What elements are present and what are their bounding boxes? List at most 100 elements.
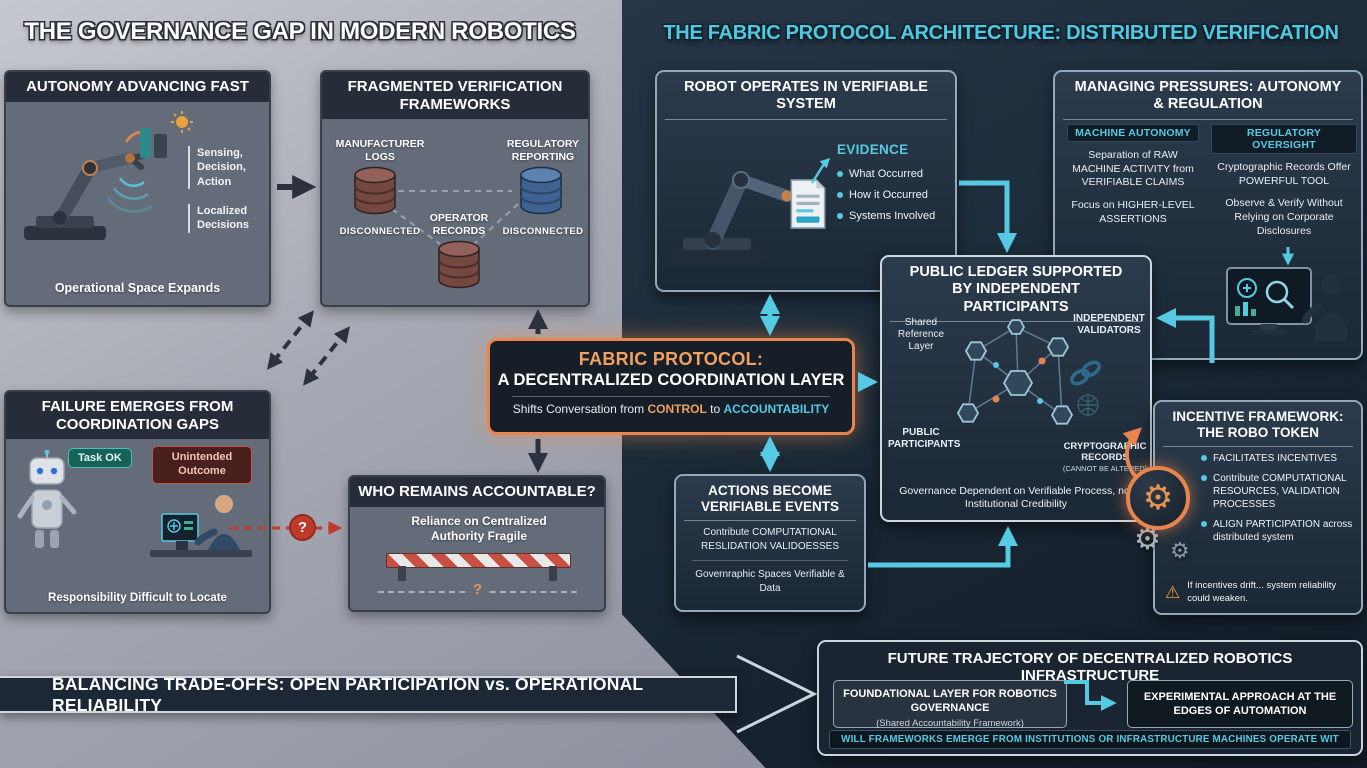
subtitle-prefix: Shifts Conversation from bbox=[512, 402, 645, 416]
incentive-item: Contribute COMPUTATIONAL RESOURCES, VALI… bbox=[1201, 472, 1353, 511]
operator-records-label: OPERATOR RECORDS bbox=[429, 212, 489, 237]
actions-divider bbox=[692, 560, 848, 561]
panel-public-ledger: PUBLIC LEDGER SUPPORTED BY INDEPENDENT P… bbox=[880, 255, 1152, 522]
incentive-warning-row: ⚠ If incentives drift... system reliabil… bbox=[1165, 580, 1353, 605]
fabric-title-line1: FABRIC PROTOCOL: bbox=[578, 349, 764, 369]
future-footer-strip: WILL FRAMEWORKS EMERGE FROM INSTITUTIONS… bbox=[829, 730, 1351, 749]
incentive-warning-text: If incentives drift... system reliabilit… bbox=[1187, 580, 1337, 604]
document-icon bbox=[790, 179, 826, 229]
ledger-footer: Governance Dependent on Verifiable Proce… bbox=[899, 484, 1133, 511]
actions-item2: Governraphic Spaces Verifiable & Data bbox=[695, 569, 845, 594]
sensing-label: Sensing, Decision, Action bbox=[188, 146, 267, 189]
future-foundational-box: FOUNDATIONAL LAYER FOR ROBOTICS GOVERNAN… bbox=[833, 680, 1067, 729]
robot-character-icon bbox=[17, 450, 77, 548]
validators-label: INDEPENDENT VALIDATORS bbox=[1073, 313, 1145, 336]
gear-icon-smaller: ⚙ bbox=[1170, 538, 1190, 563]
barrier-post-left bbox=[398, 566, 406, 581]
globe-icon bbox=[1077, 394, 1099, 416]
robot-box-body: EVIDENCE What Occurred How it Occurred S… bbox=[657, 118, 955, 290]
panel-failure: FAILURE EMERGES FROM COORDINATION GAPS T… bbox=[4, 390, 271, 614]
failure-footer: Responsibility Difficult to Locate bbox=[48, 592, 227, 604]
database-icon bbox=[520, 166, 562, 215]
fabric-divider bbox=[512, 396, 830, 397]
evidence-item-text: What Occurred bbox=[849, 168, 923, 180]
environment-icon bbox=[140, 111, 193, 158]
database-icon bbox=[354, 166, 396, 215]
machine-autonomy-column: MACHINE AUTONOMY Separation of RAW MACHI… bbox=[1063, 124, 1203, 235]
manufacturer-logs-label: MANUFACTURER LOGS bbox=[335, 138, 425, 163]
incentive-header: INCENTIVE FRAMEWORK: THE ROBO TOKEN bbox=[1163, 402, 1353, 448]
regulatory-status: DISCONNECTED bbox=[502, 226, 584, 237]
task-ok-bubble: Task OK bbox=[68, 448, 132, 468]
robot-box-header: ROBOT OPERATES IN VERIFIABLE SYSTEM bbox=[665, 72, 947, 120]
fabric-title-line2: A DECENTRALIZED COORDINATION LAYER bbox=[497, 371, 845, 389]
disconnect-dashed-lines bbox=[391, 190, 519, 245]
panel-robot-verifiable: ROBOT OPERATES IN VERIFIABLE SYSTEM bbox=[655, 70, 957, 292]
fragmented-body: MANUFACTURER LOGS DISCONNECTED OPERATOR … bbox=[322, 116, 588, 305]
actions-body: Contribute COMPUTATIONAL RESLIDATION VAL… bbox=[676, 518, 864, 610]
evidence-item-text: Systems Involved bbox=[849, 210, 936, 222]
accountable-question: ? bbox=[468, 581, 488, 598]
panel-actions-verifiable: ACTIONS BECOME VERIFIABLE EVENTS Contrib… bbox=[674, 474, 866, 612]
pressures-header: MANAGING PRESSURES: AUTONOMY & REGULATIO… bbox=[1063, 72, 1353, 120]
regulatory-oversight-badge: REGULATORY OVERSIGHT bbox=[1211, 124, 1357, 154]
panel-future-trajectory: FUTURE TRAJECTORY OF DECENTRALIZED ROBOT… bbox=[817, 640, 1363, 756]
bullet-dot bbox=[837, 171, 843, 177]
evidence-item: Systems Involved bbox=[837, 210, 935, 222]
crypto-records-text: CRYPTOGRAPHIC RECORDS bbox=[1063, 441, 1147, 464]
autonomy-footer: Operational Space Expands bbox=[54, 281, 221, 295]
barrier-icon bbox=[386, 553, 571, 568]
foundational-line2: (Shared Accountability Framework) bbox=[876, 717, 1024, 729]
machine-autonomy-badge: MACHINE AUTONOMY bbox=[1067, 124, 1199, 142]
panel-accountable: WHO REMAINS ACCOUNTABLE? Reliance on Cen… bbox=[348, 475, 606, 612]
chain-link-icon bbox=[1070, 360, 1101, 386]
failure-header: FAILURE EMERGES FROM COORDINATION GAPS bbox=[6, 392, 269, 440]
database-icon bbox=[438, 240, 480, 289]
barrier-post-right bbox=[549, 566, 557, 581]
regulatory-oversight-column: REGULATORY OVERSIGHT Cryptographic Recor… bbox=[1211, 124, 1357, 247]
crypto-records-note: (CANNOT BE ALTERED) bbox=[1062, 463, 1148, 473]
manufacturer-status: DISCONNECTED bbox=[339, 226, 421, 237]
tradeoffs-banner: BALANCING TRADE-OFFS: OPEN PARTICIPATION… bbox=[0, 673, 737, 715]
accountable-text: Reliance on Centralized Authority Fragil… bbox=[411, 514, 547, 543]
panel-autonomy: AUTONOMY ADVANCING FAST bbox=[4, 70, 271, 307]
autonomy-body: Sensing, Decision, Action Localized Deci… bbox=[6, 102, 269, 305]
bullet-dot bbox=[1201, 521, 1207, 527]
fragmented-header: FRAGMENTED VERIFICATION FRAMEWORKS bbox=[322, 72, 588, 120]
operator-at-desk-icon bbox=[150, 495, 252, 557]
actions-item1: Contribute COMPUTATIONAL RESLIDATION VAL… bbox=[700, 527, 839, 552]
bullet-dot bbox=[837, 192, 843, 198]
participants-label: PUBLIC PARTICIPANTS bbox=[888, 427, 961, 450]
crypto-records-label: CRYPTOGRAPHIC RECORDS (CANNOT BE ALTERED… bbox=[1062, 441, 1148, 473]
accountable-body: Reliance on Centralized Authority Fragil… bbox=[350, 507, 604, 610]
subtitle-accountability: ACCOUNTABILITY bbox=[723, 402, 830, 416]
fabric-protocol-box: FABRIC PROTOCOL: A DECENTRALIZED COORDIN… bbox=[487, 338, 855, 435]
regulatory-reporting-label: REGULATORY REPORTING bbox=[506, 138, 580, 163]
failure-body: Task OK Unintended Outcome Responsibilit… bbox=[6, 436, 269, 612]
unintended-outcome-bubble: Unintended Outcome bbox=[152, 446, 252, 484]
fabric-subtitle: Shifts Conversation from CONTROL to ACCO… bbox=[490, 402, 852, 416]
robo-token-icon: ⚙ bbox=[1126, 466, 1190, 530]
warning-icon: ⚠ bbox=[1165, 583, 1181, 603]
future-header: FUTURE TRAJECTORY OF DECENTRALIZED ROBOT… bbox=[887, 650, 1293, 684]
incentive-body: FACILITATES INCENTIVES Contribute COMPUT… bbox=[1155, 444, 1361, 613]
incentive-item-text: ALIGN PARTICIPATION across distributed s… bbox=[1213, 519, 1353, 543]
subtitle-to: to bbox=[710, 402, 721, 416]
right-panel-title: THE FABRIC PROTOCOL ARCHITECTURE: DISTRI… bbox=[663, 22, 1339, 44]
question-badge: ? bbox=[289, 514, 316, 541]
left-panel-title: THE GOVERNANCE GAP IN MODERN ROBOTICS bbox=[24, 18, 576, 45]
tradeoffs-text: BALANCING TRADE-OFFS: OPEN PARTICIPATION… bbox=[52, 673, 643, 715]
machine-autonomy-item2: Focus on HIGHER-LEVEL ASSERTIONS bbox=[1071, 198, 1195, 225]
panel-fragmented: FRAGMENTED VERIFICATION FRAMEWORKS MANUF… bbox=[320, 70, 590, 307]
evidence-item: What Occurred bbox=[837, 168, 923, 180]
regulatory-oversight-item1: Cryptographic Records Offer POWERFUL TOO… bbox=[1217, 161, 1351, 187]
bullet-dot bbox=[837, 213, 843, 219]
evidence-item: How it Occurred bbox=[837, 189, 928, 201]
subtitle-control: CONTROL bbox=[647, 402, 707, 416]
experimental-text: EXPERIMENTAL APPROACH AT THE EDGES OF AU… bbox=[1143, 690, 1337, 717]
evidence-item-text: How it Occurred bbox=[849, 189, 928, 201]
future-experimental-box: EXPERIMENTAL APPROACH AT THE EDGES OF AU… bbox=[1127, 680, 1353, 728]
pressures-body: MACHINE AUTONOMY Separation of RAW MACHI… bbox=[1055, 120, 1361, 358]
future-footer-text: WILL FRAMEWORKS EMERGE FROM INSTITUTIONS… bbox=[841, 734, 1339, 745]
